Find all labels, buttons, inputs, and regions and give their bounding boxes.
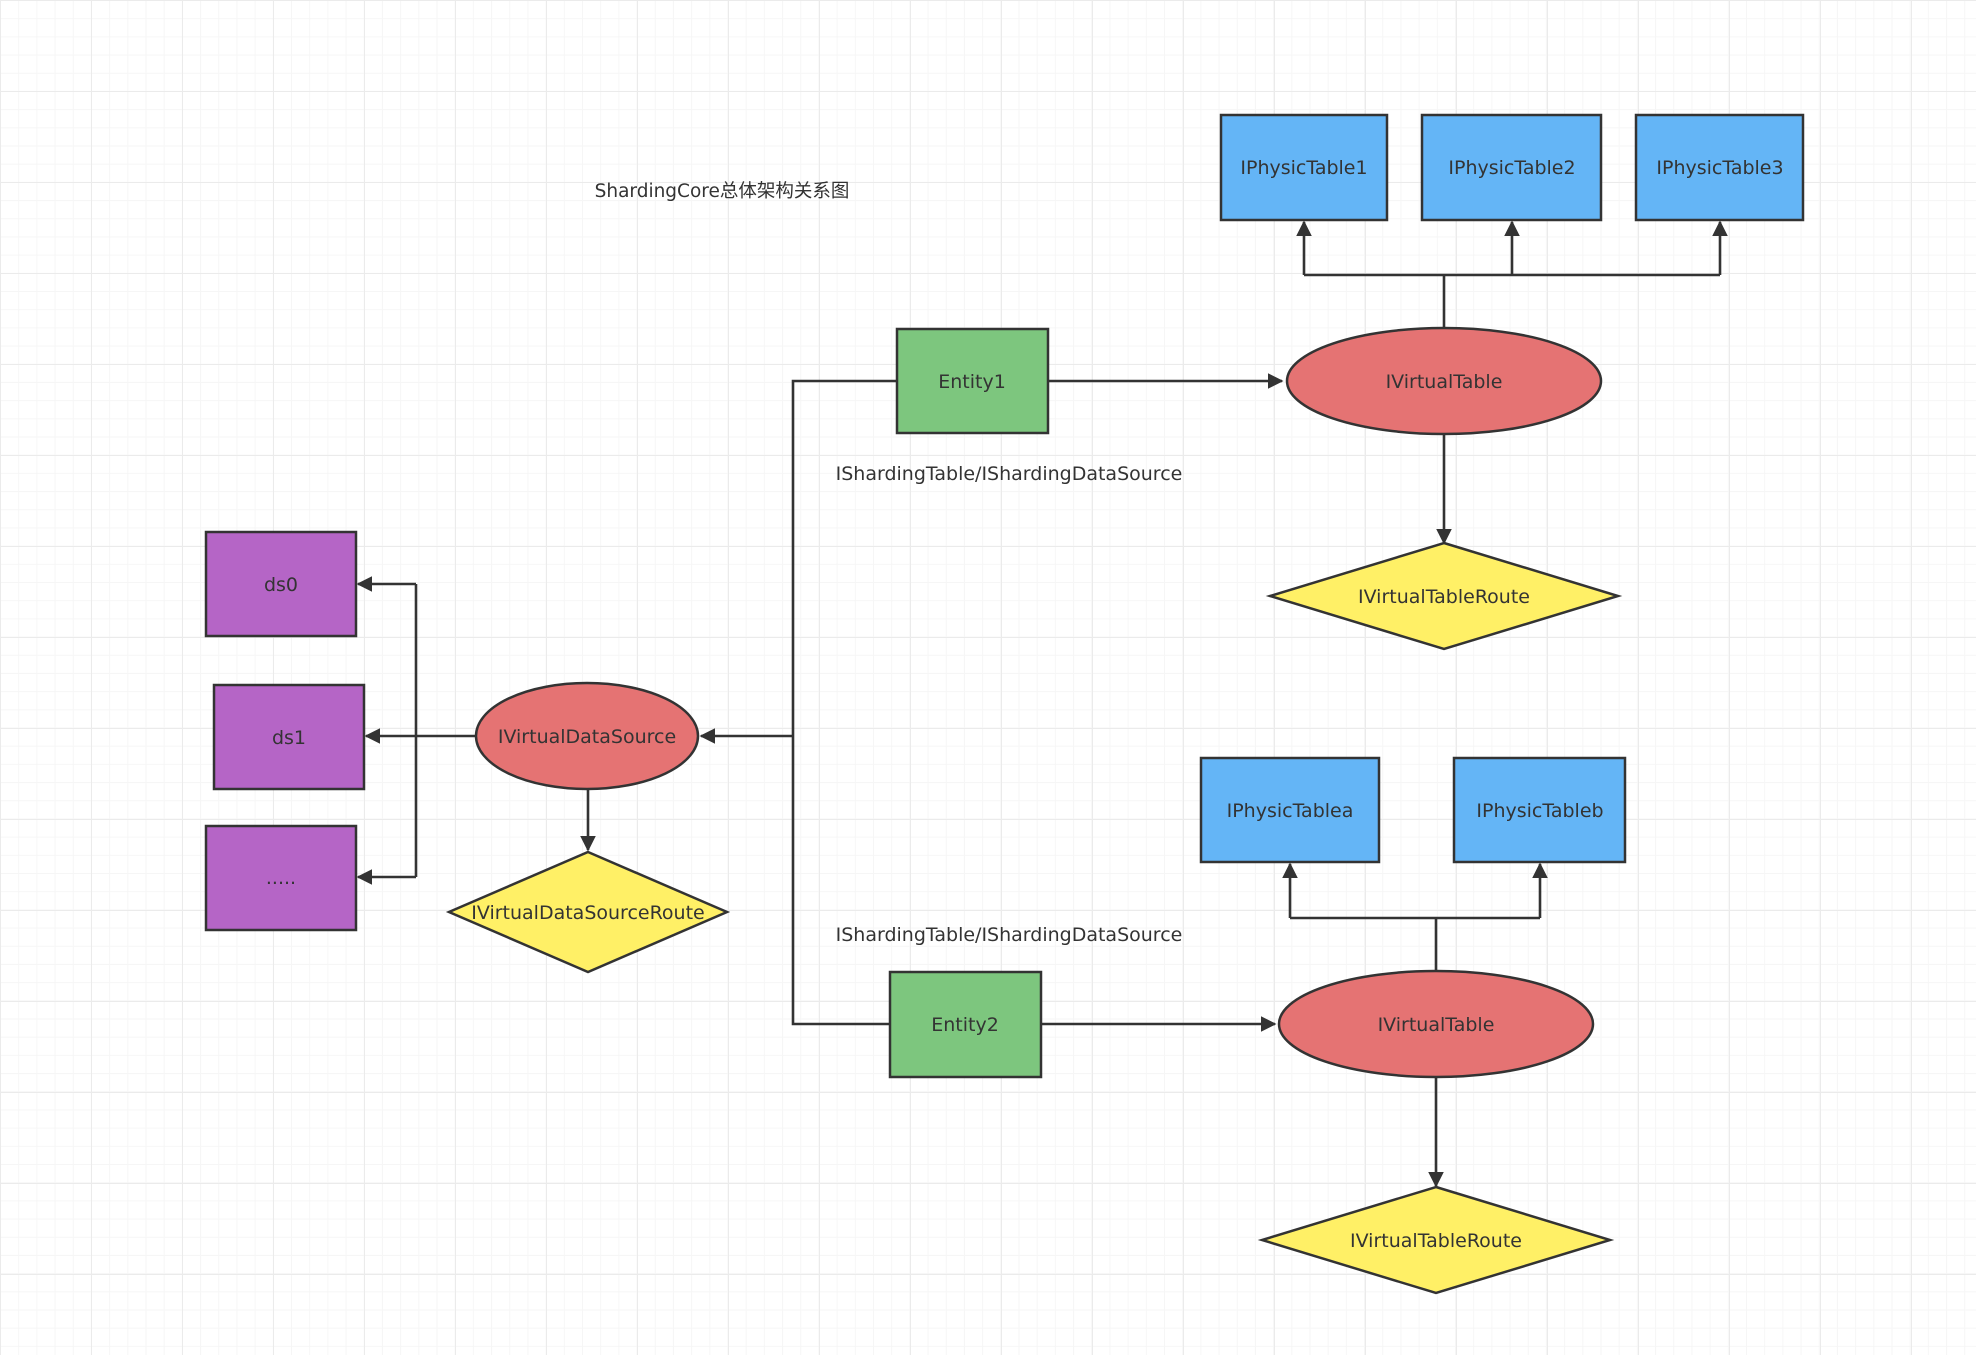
node-label: IPhysicTableb	[1476, 800, 1603, 822]
edge-label-entity1: IShardingTable/IShardingDataSource	[836, 463, 1183, 485]
node-label: IPhysicTablea	[1227, 800, 1354, 822]
node-physic-table-1: IPhysicTable1	[1219, 113, 1389, 222]
node-virtual-table-route-2: IVirtualTableRoute	[1257, 1185, 1615, 1295]
node-virtual-data-source: IVirtualDataSource	[474, 681, 700, 791]
node-label: IVirtualTable	[1386, 371, 1503, 393]
node-label: IVirtualDataSourceRoute	[471, 902, 704, 924]
node-physic-table-2: IPhysicTable2	[1420, 113, 1603, 222]
node-label: Entity1	[938, 371, 1006, 393]
node-label: ds1	[272, 727, 306, 749]
node-virtual-data-source-route: IVirtualDataSourceRoute	[445, 850, 731, 974]
node-physic-table-b: IPhysicTableb	[1452, 756, 1627, 864]
node-physic-table-a: IPhysicTablea	[1199, 756, 1381, 864]
node-virtual-table-1: IVirtualTable	[1285, 326, 1603, 436]
node-label: ds0	[264, 574, 298, 596]
node-label: IVirtualDataSource	[498, 726, 676, 748]
node-label: IVirtualTableRoute	[1350, 1230, 1522, 1252]
node-entity1: Entity1	[895, 327, 1050, 435]
edge-entities-bus	[791, 379, 897, 1026]
node-label: IVirtualTable	[1378, 1014, 1495, 1036]
edge-label-entity2: IShardingTable/IShardingDataSource	[836, 924, 1183, 946]
node-label: .....	[266, 867, 296, 889]
node-entity2: Entity2	[888, 970, 1043, 1079]
node-virtual-table-route-1: IVirtualTableRoute	[1265, 541, 1623, 651]
diagram-title: ShardingCore总体架构关系图	[595, 181, 850, 202]
node-label: IPhysicTable3	[1656, 157, 1783, 179]
node-ds1: ds1	[212, 683, 366, 791]
node-label: Entity2	[931, 1014, 999, 1036]
node-ds-more: .....	[204, 824, 358, 932]
node-physic-table-3: IPhysicTable3	[1634, 113, 1805, 222]
node-virtual-table-2: IVirtualTable	[1277, 969, 1595, 1079]
node-label: IPhysicTable2	[1448, 157, 1575, 179]
node-label: IVirtualTableRoute	[1358, 586, 1530, 608]
node-ds0: ds0	[204, 530, 358, 638]
node-label: IPhysicTable1	[1240, 157, 1367, 179]
